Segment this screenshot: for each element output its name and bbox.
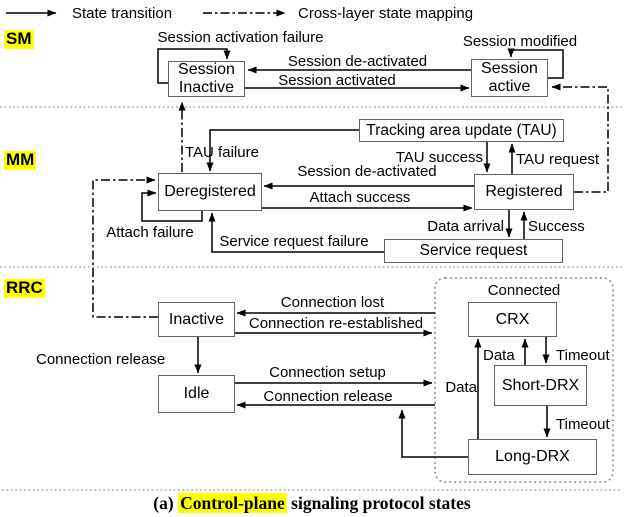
label-session-activation-failure: Session activation failure	[157, 29, 324, 46]
legend-state-transition-label: State transition	[72, 5, 173, 22]
layer-badge-rrc: RRC	[4, 278, 45, 298]
state-session-active: Session active	[471, 59, 548, 97]
label-session-activated: Session activated	[278, 72, 396, 89]
state-deregistered: Deregistered	[158, 173, 262, 211]
label-connection-setup: Connection setup	[269, 364, 386, 381]
connected-container-border	[434, 277, 614, 483]
caption-prefix: (a)	[153, 493, 174, 513]
layer-badge-sm: SM	[4, 29, 34, 49]
label-timeout-upper: Timeout	[556, 347, 610, 364]
label-session-deactivated-mm: Session de-activated	[297, 163, 437, 180]
state-registered: Registered	[474, 174, 574, 210]
legend-cross-layer-label: Cross-layer state mapping	[298, 5, 474, 22]
arrow-attach-failure	[141, 189, 203, 222]
mapping-inactive-deregistered	[92, 176, 158, 318]
label-session-modified: Session modified	[462, 33, 578, 50]
caption-highlight: Control-plane	[178, 493, 287, 513]
label-session-deactivated-sm: Session de-activated	[287, 53, 428, 70]
arrow-tau-failure	[206, 129, 359, 172]
label-connection-release-mid: Connection release	[263, 388, 393, 405]
state-long-drx: Long-DRX	[468, 439, 597, 475]
label-connection-lost: Connection lost	[280, 294, 385, 311]
label-data-shortdrx: Data	[483, 347, 515, 364]
label-timeout-lower: Timeout	[556, 416, 610, 433]
layer-separators	[0, 106, 624, 491]
caption-suffix: signaling protocol states	[291, 493, 471, 513]
label-data-arrival: Data arrival	[427, 218, 504, 235]
arrow-session-modified	[507, 48, 564, 79]
state-crx: CRX	[468, 302, 557, 337]
arrow-longdrx-release-join	[398, 409, 468, 458]
label-tau-request: TAU request	[516, 151, 600, 168]
label-success: Success	[528, 218, 585, 235]
state-inactive: Inactive	[158, 302, 235, 337]
label-tau-success: TAU success	[395, 149, 483, 166]
label-attach-success: Attach success	[309, 189, 411, 206]
state-session-inactive: Session Inactive	[168, 61, 245, 97]
figure-caption: (a) Control-plane signaling protocol sta…	[0, 493, 624, 514]
arrow-service-request-failure	[208, 212, 384, 253]
label-connection-reestablished: Connection re-established	[248, 315, 424, 332]
state-short-drx: Short-DRX	[494, 365, 587, 406]
label-tau-failure: TAU failure	[185, 144, 259, 161]
label-data-longdrx: Data	[445, 379, 477, 396]
state-service-request: Service request	[384, 239, 563, 263]
state-tracking-area-update: Tracking area update (TAU)	[359, 119, 564, 142]
label-connected: Connected	[487, 282, 561, 299]
state-idle: Idle	[158, 375, 235, 413]
arrow-session-activation-failure	[157, 48, 231, 84]
label-attach-failure: Attach failure	[106, 224, 194, 241]
label-service-request-failure: Service request failure	[219, 233, 369, 250]
layer-badge-mm: MM	[4, 150, 37, 170]
label-connection-release-left: Connection release	[36, 351, 166, 368]
